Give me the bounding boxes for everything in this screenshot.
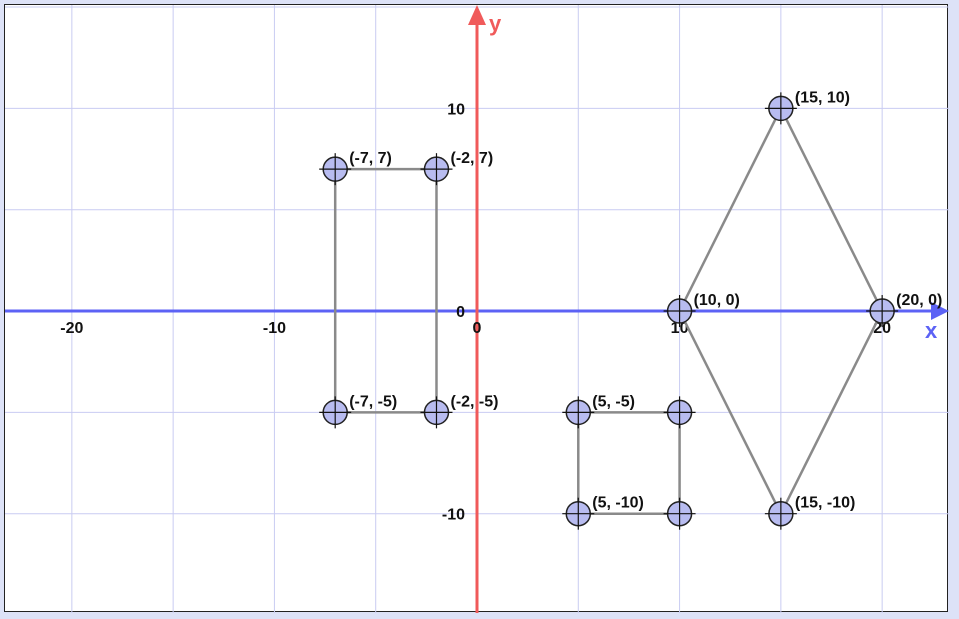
point-label: (-7, 7): [349, 150, 392, 167]
point-marker[interactable]: [663, 396, 696, 429]
y-tick-label: 10: [447, 101, 465, 118]
x-tick-label: -10: [263, 320, 286, 337]
y-axis-arrow: [468, 5, 486, 25]
polygon-segments[interactable]: [333, 107, 884, 515]
point-label: (-2, -5): [450, 393, 498, 410]
point-marker[interactable]: [319, 153, 352, 186]
point-marker[interactable]: [866, 295, 899, 328]
x-tick-label: 20: [873, 320, 891, 337]
point-marker[interactable]: [663, 497, 696, 530]
point-label: (20, 0): [896, 292, 942, 309]
coordinate-plane[interactable]: -20 -10 0 10 20 10 0 -10 (-7, 7) (-2, 7) (-7, -5)…: [5, 5, 949, 613]
x-axis-arrow: [931, 302, 949, 321]
polygon-segment[interactable]: [779, 107, 884, 312]
x-axis-label: x: [925, 318, 938, 343]
point-label: (5, -10): [592, 495, 644, 512]
y-tick-label: -10: [442, 507, 465, 524]
point-marker[interactable]: [562, 396, 595, 429]
polygon-segment[interactable]: [678, 310, 782, 515]
polygon-segment[interactable]: [779, 310, 884, 515]
point-label: (10, 0): [694, 292, 740, 309]
point-label: (5, -5): [592, 393, 635, 410]
point-marker[interactable]: [764, 92, 797, 125]
point-label: (-2, 7): [450, 150, 493, 167]
x-tick-label: 0: [473, 320, 482, 337]
point-marker[interactable]: [319, 396, 352, 429]
plot-area[interactable]: -20 -10 0 10 20 10 0 -10 (-7, 7) (-2, 7) (-7, -5)…: [4, 4, 949, 613]
point-marker[interactable]: [420, 396, 453, 429]
point-labels: (-7, 7) (-2, 7) (-7, -5) (-2, -5) (5, -5) (5,…: [349, 89, 942, 511]
axes: [5, 5, 949, 613]
point-label: (15, 10): [795, 89, 850, 106]
y-axis-label: y: [489, 11, 502, 36]
tick-labels: -20 -10 0 10 20 10 0 -10: [60, 101, 891, 523]
point-marker[interactable]: [562, 497, 595, 530]
point-label: (15, -10): [795, 495, 855, 512]
x-tick-label: 10: [671, 320, 689, 337]
point-marker[interactable]: [663, 295, 696, 328]
point-label: (-7, -5): [349, 393, 397, 410]
y-tick-label: 0: [456, 304, 465, 321]
polygon-segment[interactable]: [678, 107, 782, 312]
point-marker[interactable]: [420, 153, 453, 186]
x-tick-label: -20: [60, 320, 83, 337]
point-marker[interactable]: [764, 497, 797, 530]
points[interactable]: [319, 92, 899, 530]
